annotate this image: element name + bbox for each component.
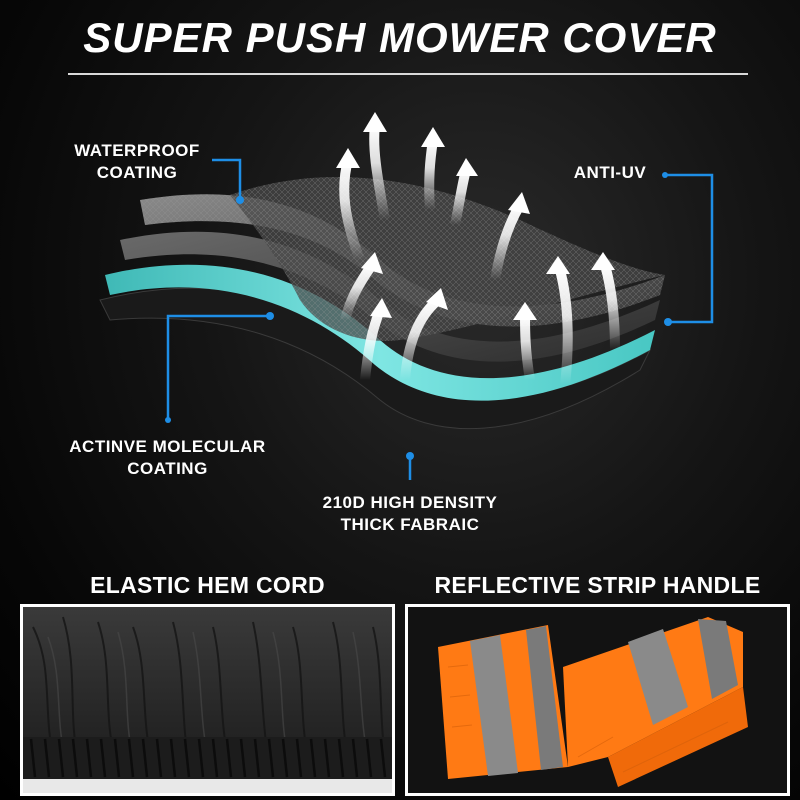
fabric-label: 210D HIGH DENSITY THICK FABRAIC xyxy=(322,493,498,534)
dark-layer xyxy=(120,231,660,362)
molecular-coating-layer xyxy=(105,264,655,401)
reflective-handle-photo xyxy=(405,604,790,796)
elastic-hem-title: ELASTIC HEM CORD xyxy=(90,572,325,598)
reflective-handle-title: REFLECTIVE STRIP HANDLE xyxy=(434,572,761,598)
anti-uv-label: ANTI-UV xyxy=(573,163,647,182)
molecular-coating-label: ACTINVE MOLECULAR COATING xyxy=(69,437,266,478)
fabric-layers-diagram xyxy=(99,112,714,480)
callout-lines xyxy=(166,158,714,480)
waterproof-coating-label: WATERPROOF COATING xyxy=(74,141,200,182)
callout-dots xyxy=(165,172,672,460)
elastic-hem-photo xyxy=(20,604,395,796)
page-title: SUPER PUSH MOWER COVER xyxy=(83,14,717,61)
reflective-stripe xyxy=(470,635,518,776)
arrow-heads xyxy=(336,112,615,320)
title-divider xyxy=(68,73,748,75)
